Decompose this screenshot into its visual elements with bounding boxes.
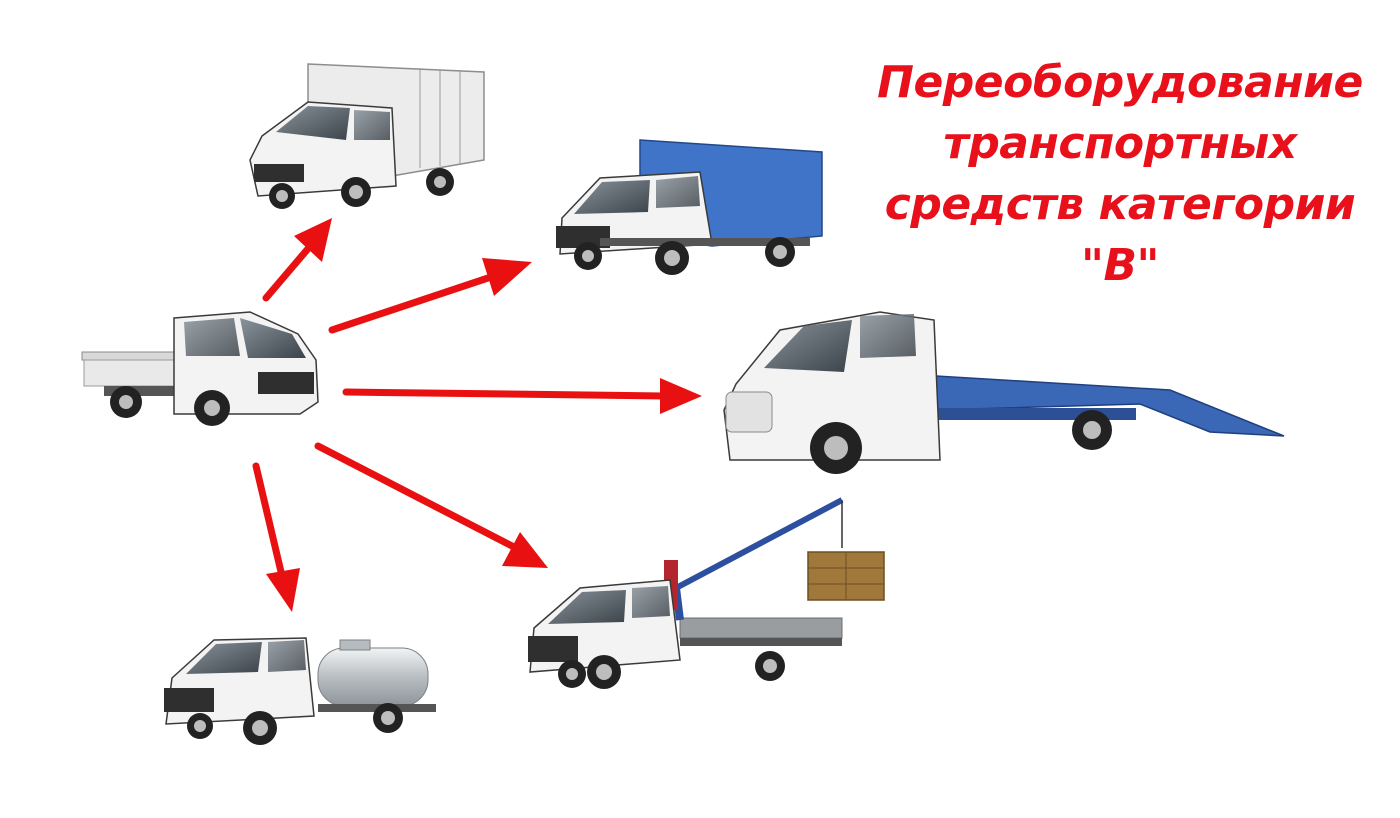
title-line-1: Переоборудование <box>877 57 1363 108</box>
arrow-to-tow-truck <box>342 378 702 414</box>
arrow-to-awning-truck <box>328 258 532 334</box>
crate-icon <box>807 551 885 601</box>
crane-truck-icon <box>528 497 885 689</box>
box-van-icon <box>249 63 485 209</box>
flatbed-truck-icon <box>81 311 319 426</box>
page-title: Переоборудование транспортных средств ка… <box>870 52 1370 296</box>
title-line-2: транспортных <box>943 118 1297 169</box>
awning-truck-icon <box>556 139 823 275</box>
arrow-to-box-van <box>262 218 332 302</box>
tow-truck-icon <box>723 311 1285 474</box>
tanker-truck-icon <box>164 637 436 745</box>
arrow-to-crane-truck <box>314 442 548 568</box>
title-line-3: средств категории <box>884 179 1356 230</box>
arrow-to-tanker-truck <box>252 462 300 612</box>
title-line-4: "B" <box>1081 240 1159 291</box>
